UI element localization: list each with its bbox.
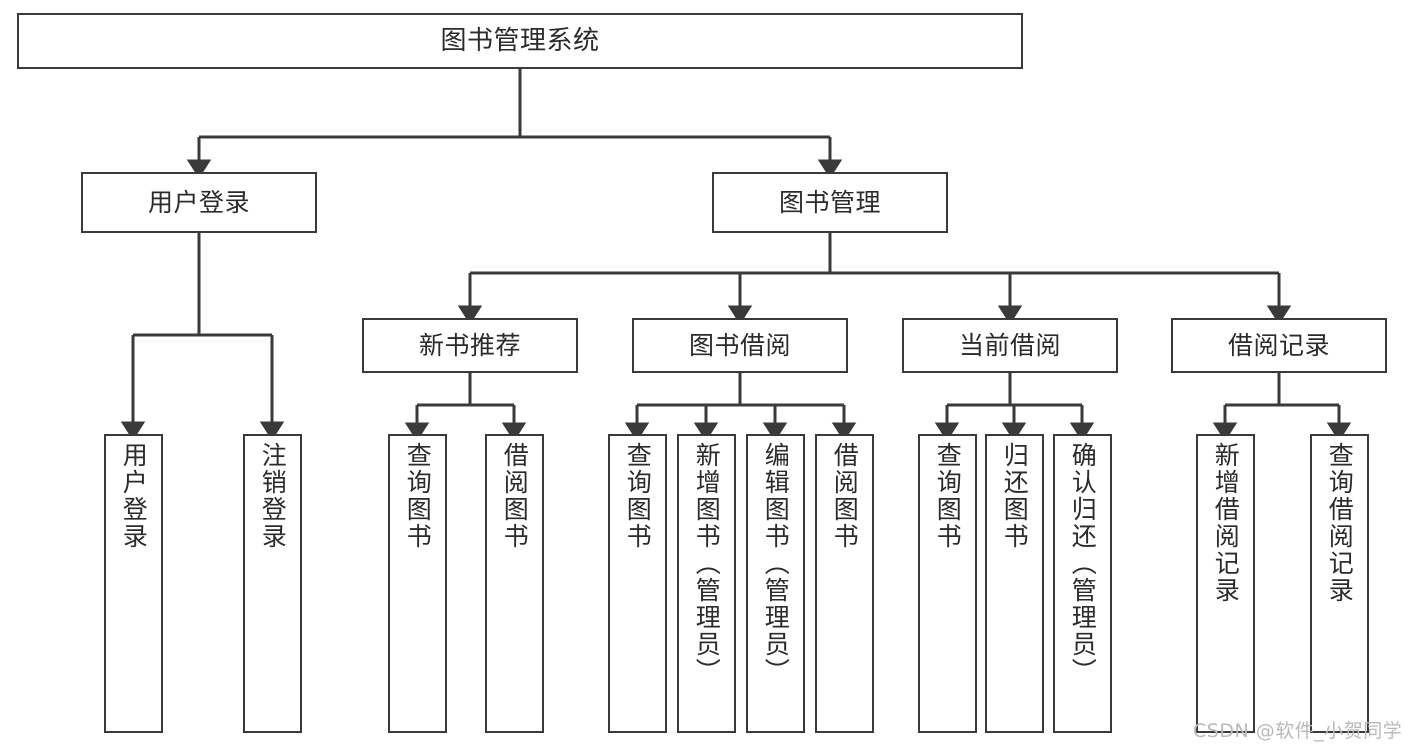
node-user-login[interactable]: 用户登录 — [81, 172, 317, 233]
node-label: 查询借阅记录 — [1325, 442, 1355, 604]
node-label: 查询图书 — [933, 442, 963, 550]
node-leaf-add-borrow-record[interactable]: 新增借阅记录 — [1196, 434, 1255, 733]
node-label: 借阅图书 — [830, 442, 860, 550]
node-leaf-edit-book-admin[interactable]: 编辑图书（管理员） — [746, 434, 805, 733]
node-label: 查询图书 — [403, 442, 433, 550]
node-borrow-record[interactable]: 借阅记录 — [1171, 318, 1387, 373]
node-leaf-borrow-book[interactable]: 借阅图书 — [815, 434, 874, 733]
node-leaf-return-book[interactable]: 归还图书 — [985, 434, 1044, 733]
node-label: 新增借阅记录 — [1211, 442, 1241, 604]
node-book-borrow[interactable]: 图书借阅 — [632, 318, 848, 373]
node-leaf-add-book-admin[interactable]: 新增图书（管理员） — [677, 434, 736, 733]
node-label: 新书推荐 — [418, 330, 521, 360]
node-label: 图书借阅 — [688, 330, 791, 360]
node-leaf-query-book-current[interactable]: 查询图书 — [918, 434, 977, 733]
node-label: 图书管理系统 — [440, 25, 600, 56]
node-leaf-logout[interactable]: 注销登录 — [243, 434, 302, 733]
node-leaf-query-book-recommend[interactable]: 查询图书 — [388, 434, 447, 733]
node-label: 归还图书 — [1000, 442, 1030, 550]
node-label: 当前借阅 — [958, 330, 1061, 360]
node-label: 编辑图书（管理员） — [761, 442, 791, 685]
node-label: 新增图书（管理员） — [692, 442, 722, 685]
node-label: 借阅记录 — [1227, 330, 1330, 360]
node-label: 注销登录 — [258, 442, 288, 550]
node-new-book-recommend[interactable]: 新书推荐 — [362, 318, 578, 373]
node-label: 查询图书 — [623, 442, 653, 550]
node-leaf-borrow-book-recommend[interactable]: 借阅图书 — [485, 434, 544, 733]
node-leaf-query-borrow-record[interactable]: 查询借阅记录 — [1310, 434, 1369, 733]
node-label: 借阅图书 — [500, 442, 530, 550]
csdn-watermark: CSDN @软件_小贺同学 — [1193, 716, 1402, 743]
node-label: 图书管理 — [778, 187, 881, 217]
node-current-borrow[interactable]: 当前借阅 — [902, 318, 1118, 373]
node-label: 确认归还（管理员） — [1068, 442, 1098, 685]
node-leaf-query-book-borrow[interactable]: 查询图书 — [608, 434, 667, 733]
node-label: 用户登录 — [147, 187, 250, 217]
node-leaf-confirm-return-admin[interactable]: 确认归还（管理员） — [1053, 434, 1112, 733]
node-label: 用户登录 — [119, 442, 149, 550]
node-root-book-management-system[interactable]: 图书管理系统 — [17, 13, 1023, 69]
node-leaf-user-login[interactable]: 用户登录 — [104, 434, 163, 733]
node-book-management[interactable]: 图书管理 — [712, 172, 948, 233]
watermark-text: CSDN @软件_小贺同学 — [1193, 720, 1403, 742]
